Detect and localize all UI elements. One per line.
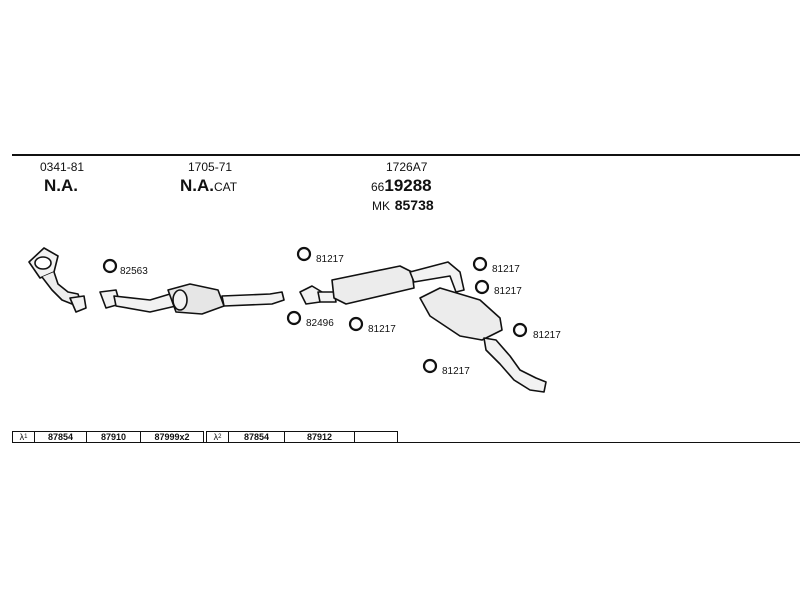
part-label-7: 81217 bbox=[533, 330, 561, 341]
lambda-symbol: λ bbox=[213, 432, 219, 442]
part-label-4: 81217 bbox=[368, 324, 396, 335]
top-divider-line bbox=[12, 154, 800, 156]
header-main-number: 6619288 bbox=[371, 176, 432, 196]
part-label-3: 81217 bbox=[316, 254, 344, 265]
mount-ring-icon bbox=[286, 310, 302, 326]
bottom-divider-line bbox=[12, 442, 800, 443]
mount-ring-icon bbox=[472, 256, 488, 272]
header-code-3: 1726A7 bbox=[386, 160, 428, 174]
mount-ring-icon bbox=[474, 279, 490, 295]
header-mk-number: 85738 bbox=[394, 197, 434, 213]
part-label-5: 81217 bbox=[492, 264, 520, 275]
strip-cell: 87910 bbox=[87, 432, 141, 442]
strip-cell: 87999x2 bbox=[154, 432, 190, 442]
part-label-8: 81217 bbox=[442, 366, 470, 377]
lambda-index: 2 bbox=[218, 434, 222, 440]
header-prefix-small: 66 bbox=[371, 180, 385, 194]
mount-ring-icon bbox=[102, 258, 118, 274]
header-name-2-main: N.A. bbox=[180, 176, 214, 195]
header-code-1: 0341-81 bbox=[40, 160, 85, 174]
mount-ring-icon bbox=[348, 316, 364, 332]
strip-cell: 87912 bbox=[285, 432, 355, 442]
header-name-2-suffix: CAT bbox=[214, 180, 238, 194]
part-label-2: 82496 bbox=[306, 318, 334, 329]
header-name-2: N.A.CAT bbox=[180, 176, 237, 196]
front-pipe-part bbox=[28, 247, 87, 313]
rear-muffler-part bbox=[419, 287, 547, 393]
lambda-symbol: λ bbox=[19, 432, 25, 442]
header-mk-line: MK 85738 bbox=[372, 195, 434, 215]
lambda-index: 1 bbox=[24, 434, 28, 440]
strip-cell: 87854 bbox=[35, 432, 87, 442]
catalytic-converter-part bbox=[99, 283, 285, 315]
mount-ring-icon bbox=[512, 322, 528, 338]
center-muffler-part bbox=[299, 261, 465, 305]
header-name-1: N.A. bbox=[44, 176, 78, 195]
mount-ring-icon bbox=[296, 246, 312, 262]
header-mk-prefix: MK bbox=[372, 199, 390, 213]
part-label-6: 81217 bbox=[494, 286, 522, 297]
mount-ring-icon bbox=[422, 358, 438, 374]
part-label-1: 82563 bbox=[120, 266, 148, 277]
header-code-2: 1705-71 bbox=[188, 160, 233, 174]
strip-cell: 87854 bbox=[229, 432, 285, 442]
header-main-digits: 19288 bbox=[384, 176, 432, 195]
strip-cell bbox=[355, 432, 397, 442]
